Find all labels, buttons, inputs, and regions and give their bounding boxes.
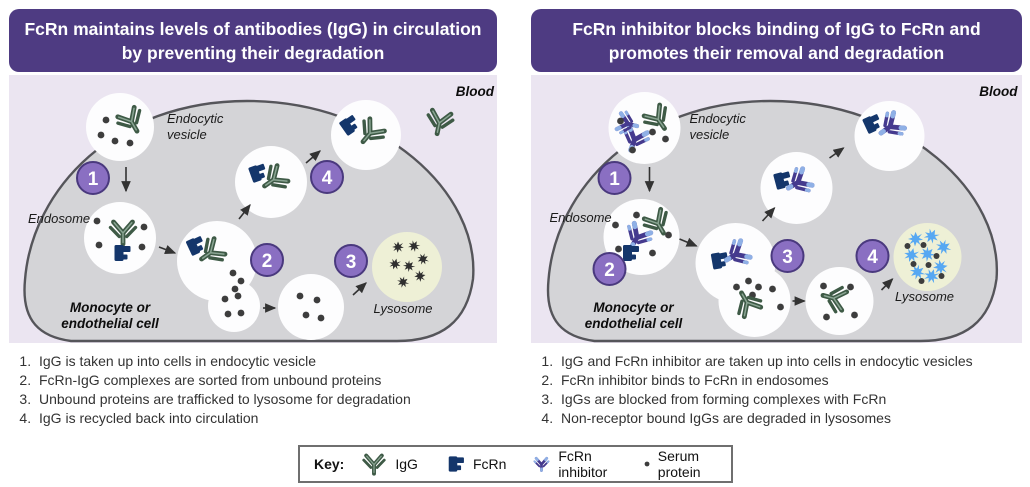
- left-panel-title: FcRn maintains levels of antibodies (IgG…: [9, 9, 497, 72]
- fcrn-inhibitor-icon: [533, 456, 551, 472]
- step-badge-3: 3: [334, 244, 368, 278]
- cell-type-label-2: endothelial cell: [585, 316, 683, 331]
- endosome-contents: [612, 208, 674, 261]
- step-badge-2: 2: [250, 243, 284, 277]
- endocytic-vesicle-label-2: vesicle: [167, 127, 207, 142]
- step-item: Non-receptor bound IgGs are degraded in …: [557, 409, 1022, 428]
- step-item: FcRn inhibitor binds to FcRn in endosome…: [557, 371, 1022, 390]
- key-item-serum: Serum protein: [643, 448, 717, 480]
- key-item-label: IgG: [395, 456, 418, 472]
- lysosome-label: Lysosome: [373, 301, 432, 316]
- svg-text:3: 3: [346, 252, 357, 273]
- svg-text:1: 1: [88, 169, 99, 190]
- endosome-contents: [93, 217, 148, 261]
- svg-text:4: 4: [867, 247, 878, 268]
- arrow-endosome-to-sorting: [158, 245, 177, 255]
- right-cell-diagram: 1 2 3 4 Blood Endocytic vesicle: [546, 84, 1018, 343]
- serum-protein-icon: [644, 461, 650, 467]
- endocytic-vesicle: [608, 92, 681, 164]
- key-item-label: FcRn: [472, 456, 507, 472]
- key-item-label: FcRn inhibitor: [558, 448, 608, 480]
- endocytic-vesicle: [86, 93, 154, 161]
- blood-label: Blood: [979, 84, 1018, 99]
- right-diagram-panel: 1 2 3 4 Blood Endocytic vesicle: [531, 75, 1022, 343]
- unbound-igg-vesicle-2: [805, 267, 874, 335]
- left-cell-diagram: 1 2 3 4 Blood Endocytic vesicle: [23, 84, 495, 343]
- arrow-to-lysosome: [880, 278, 894, 291]
- lysosome-degraded-igg: [902, 226, 954, 286]
- serum-protein-dots: [221, 292, 325, 322]
- right-step-list: IgG and FcRn inhibitor are taken up into…: [531, 352, 1022, 428]
- free-igg-in-blood-icon: [425, 110, 454, 137]
- step-badge-3: 3: [770, 239, 805, 273]
- left-step-list: IgG is taken up into cells in endocytic …: [9, 352, 497, 428]
- unbound-igg-contents: [731, 283, 858, 321]
- endocytic-vesicle-label: Endocytic: [167, 111, 224, 126]
- endosome-label: Endosome: [550, 210, 612, 225]
- step-item: FcRn-IgG complexes are sorted from unbou…: [35, 371, 497, 390]
- arrow-sorting-to-recycling: [761, 207, 776, 222]
- arrow-sorting-to-recycling: [238, 203, 251, 220]
- left-diagram-panel: 1 2 3 4 Blood Endocytic vesicle: [9, 75, 497, 343]
- cell-type-label: Monocyte or: [70, 300, 151, 315]
- arrow-recycling-to-membrane: [829, 147, 845, 159]
- step-badge-1: 1: [76, 161, 110, 195]
- svg-text:2: 2: [604, 260, 615, 281]
- svg-text:4: 4: [322, 168, 333, 189]
- right-panel-title: FcRn inhibitor blocks binding of IgG to …: [531, 9, 1022, 72]
- step-item: IgGs are blocked from forming complexes …: [557, 390, 1022, 409]
- unbound-igg-vesicle-1: [718, 265, 791, 337]
- cell-type-label-2: endothelial cell: [61, 316, 159, 331]
- step-item: IgG and FcRn inhibitor are taken up into…: [557, 352, 1022, 371]
- cell-type-label: Monocyte or: [593, 300, 674, 315]
- fcrn-receptor-icon: [448, 456, 464, 472]
- key-item-fcrn: FcRn: [444, 452, 506, 476]
- step-item: IgG is recycled back into circulation: [35, 409, 497, 428]
- arrow-endosome-to-sorting: [679, 237, 698, 247]
- key-item-label: Serum protein: [657, 448, 701, 480]
- step-badge-2: 2: [592, 252, 627, 286]
- step-item: IgG is taken up into cells in endocytic …: [35, 352, 497, 371]
- svg-text:3: 3: [782, 247, 793, 268]
- endocytic-vesicle-label-2: vesicle: [690, 127, 730, 142]
- igg-antibody-icon: [362, 453, 387, 476]
- svg-text:2: 2: [262, 251, 273, 272]
- arrow-recycling-to-membrane: [305, 150, 321, 164]
- key-item-igg: IgG: [360, 450, 418, 478]
- membrane-fusion-vesicle: [854, 101, 925, 171]
- unbound-protein-vesicle-1: [208, 280, 260, 332]
- left-column: FcRn maintains levels of antibodies (IgG…: [9, 9, 497, 428]
- unbound-protein-vesicle-2: [278, 274, 344, 340]
- sorting-vesicle-contents: [185, 235, 245, 293]
- key-item-inhibitor: FcRn inhibitor: [532, 448, 616, 480]
- right-column: FcRn inhibitor blocks binding of IgG to …: [531, 9, 1022, 428]
- svg-text:1: 1: [609, 169, 620, 190]
- step-badge-4: 4: [855, 239, 890, 273]
- lysosome-label: Lysosome: [895, 289, 954, 304]
- endocytic-vesicle-contents: [616, 103, 675, 154]
- endosome-label: Endosome: [28, 211, 90, 226]
- arrow-to-lysosome: [352, 282, 367, 296]
- endocytic-vesicle-label: Endocytic: [690, 111, 747, 126]
- step-badge-1: 1: [597, 161, 632, 195]
- legend-key: Key: IgG FcRn FcRn inhibitor Serum prote…: [298, 445, 733, 483]
- step-item: Unbound proteins are trafficked to lysos…: [35, 390, 497, 409]
- blood-label: Blood: [456, 84, 495, 99]
- key-title: Key:: [314, 456, 345, 472]
- endocytic-vesicle-contents: [97, 106, 148, 147]
- step-badge-4: 4: [310, 160, 344, 194]
